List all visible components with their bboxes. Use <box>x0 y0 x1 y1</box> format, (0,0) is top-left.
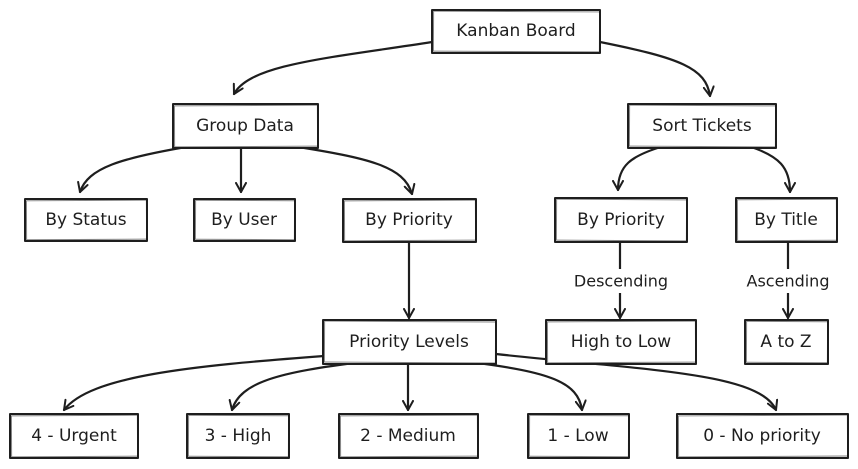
edge-levels-to-low <box>468 360 587 412</box>
node-by-status: By Status <box>24 198 148 242</box>
node-high-to-low: High to Low <box>545 319 697 365</box>
node-label-a-to-z: A to Z <box>760 332 811 352</box>
descending-label-bg <box>566 269 678 293</box>
node-by-title: By Title <box>735 197 838 243</box>
node-label-medium: 2 - Medium <box>360 426 456 446</box>
edge-sort-tickets-to-by-title <box>746 144 796 194</box>
edge-group-data-to-by-status <box>77 144 194 194</box>
edge-levels-to-urgent <box>62 354 326 412</box>
node-medium: 2 - Medium <box>338 413 479 459</box>
edge-levels-to-high <box>228 360 364 412</box>
node-group-data: Group Data <box>172 103 319 149</box>
node-low: 1 - Low <box>527 413 630 459</box>
nodes: Kanban Board Group Data Sort Tickets By … <box>9 9 849 459</box>
node-label-sort-by-priority: By Priority <box>577 210 665 230</box>
node-no-priority: 0 - No priority <box>676 413 849 459</box>
edge-label-ascending: Ascending <box>747 272 830 291</box>
node-urgent: 4 - Urgent <box>9 413 139 459</box>
node-label-no-priority: 0 - No priority <box>703 426 821 446</box>
node-sort-tickets: Sort Tickets <box>627 103 777 149</box>
node-high: 3 - High <box>186 413 290 459</box>
node-by-user: By User <box>193 198 296 242</box>
node-group-by-priority: By Priority <box>342 198 477 243</box>
node-label-group-data: Group Data <box>196 116 294 136</box>
node-label-urgent: 4 - Urgent <box>31 426 117 446</box>
node-label-high: 3 - High <box>205 426 272 446</box>
node-label-low: 1 - Low <box>547 426 608 446</box>
edge-label-descending: Descending <box>574 272 668 291</box>
node-label-by-status: By Status <box>45 210 126 230</box>
ascending-label-bg <box>740 269 836 293</box>
edge-sort-tickets-to-by-priority <box>612 144 666 192</box>
node-label-high-to-low: High to Low <box>571 332 672 352</box>
edge-kanban-to-sort-tickets <box>598 40 715 98</box>
edge-labels: Descending Ascending <box>566 269 836 293</box>
node-kanban-board: Kanban Board <box>431 9 601 54</box>
node-sort-by-priority: By Priority <box>554 197 688 243</box>
node-a-to-z: A to Z <box>744 319 829 365</box>
node-label-priority-levels: Priority Levels <box>349 332 469 352</box>
node-label-group-by-priority: By Priority <box>365 210 453 230</box>
node-label-sort-tickets: Sort Tickets <box>652 116 752 136</box>
node-label-by-title: By Title <box>754 210 818 230</box>
node-priority-levels: Priority Levels <box>322 319 497 365</box>
edge-kanban-to-group-data <box>232 40 434 96</box>
node-label-kanban-board: Kanban Board <box>456 21 575 41</box>
node-label-by-user: By User <box>211 210 277 230</box>
edge-group-data-to-by-priority <box>290 144 416 196</box>
